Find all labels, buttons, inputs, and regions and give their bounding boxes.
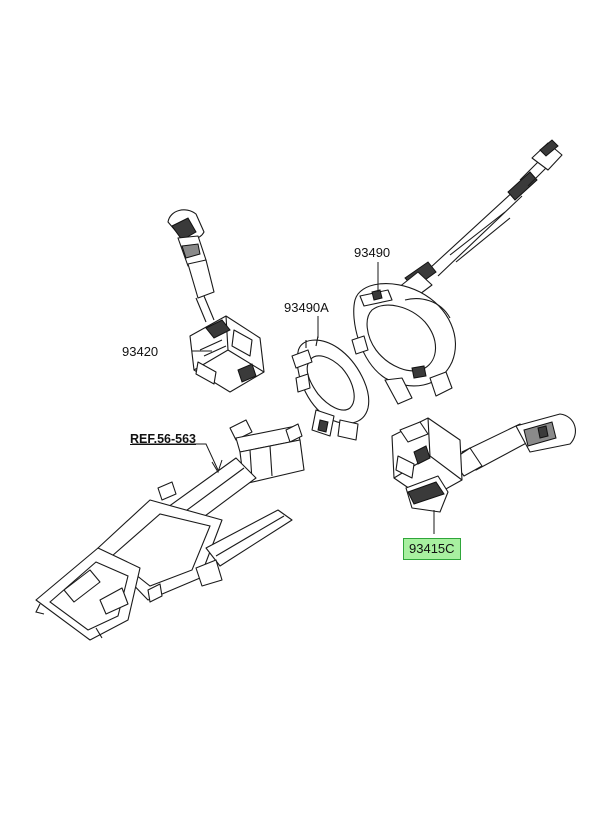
part-label-93415c-highlighted[interactable]: 93415C	[403, 538, 461, 560]
part-93490a-drawing	[291, 316, 370, 441]
part-93415c-drawing	[391, 413, 576, 534]
steering-column-drawing	[35, 419, 305, 641]
part-label-93420[interactable]: 93420	[122, 344, 159, 359]
reference-label[interactable]: REF.56-563	[130, 432, 197, 446]
part-label-93490a[interactable]: 93490A	[284, 300, 329, 315]
part-93490-drawing	[351, 139, 563, 405]
part-label-93490[interactable]: 93490	[354, 245, 391, 260]
part-93420-drawing	[167, 209, 265, 393]
